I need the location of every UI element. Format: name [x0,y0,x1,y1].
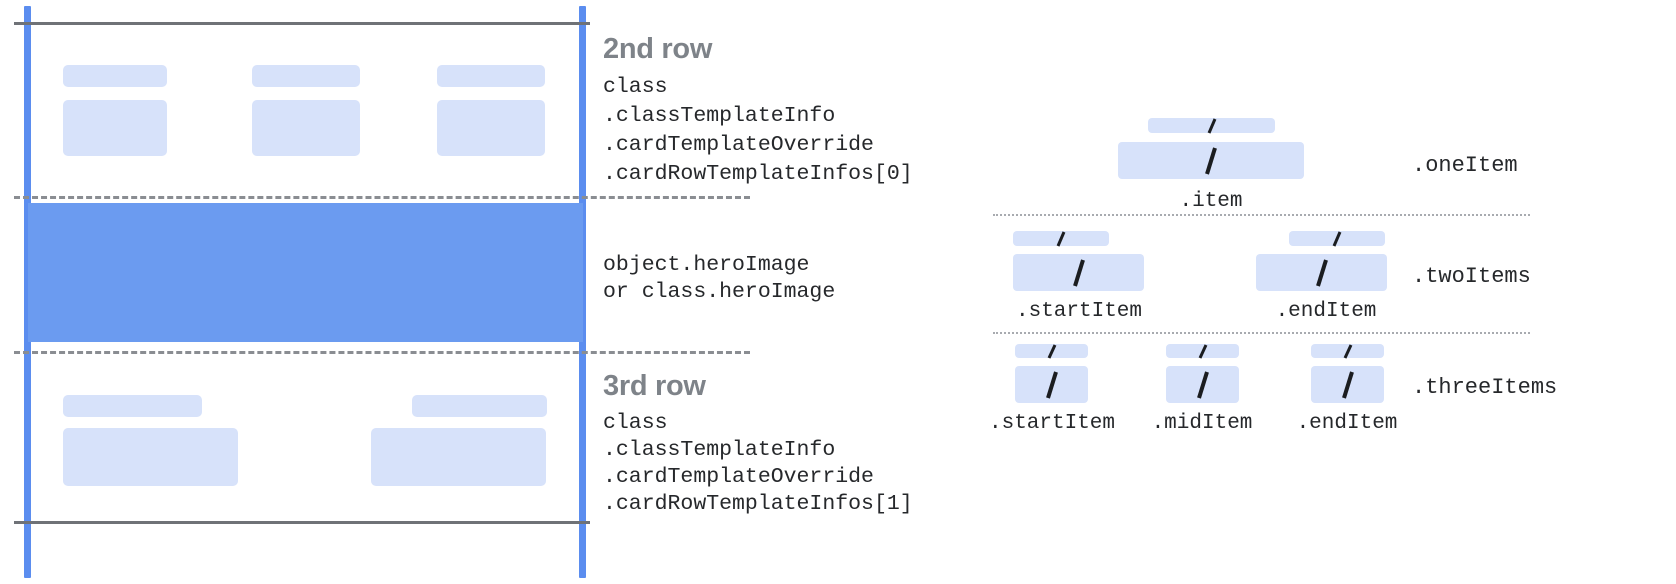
two-items-start-value-placeholder [1013,254,1144,291]
image-slash-icon [1013,230,1109,247]
second-row-code-line-2: .classTemplateInfo [603,104,836,128]
image-slash-icon [1166,343,1239,359]
third-row-code-line-4: .cardRowTemplateInfos[1] [603,492,913,516]
hero-image-code-line-1: object.heroImage [603,253,810,277]
second-row-title: 2nd row [603,33,713,65]
one-item-group-label: .oneItem [1412,153,1518,178]
image-slash-icon [1256,254,1387,291]
divider-second-row-hero [14,196,750,199]
third-row-label-chip-1 [63,395,202,417]
second-row-value-chip-3 [437,100,545,156]
hero-image-code-line-2: or class.heroImage [603,280,836,304]
divider-two-three-items [993,332,1530,334]
third-row-title: 3rd row [603,370,706,402]
second-row-label-chip-1 [63,65,167,87]
second-row-value-chip-1 [63,100,167,156]
image-slash-icon [1148,117,1275,134]
third-row-value-chip-1 [63,428,238,486]
two-items-group-label: .twoItems [1412,264,1531,289]
two-items-end-value-placeholder [1256,254,1387,291]
divider-one-two-items [993,214,1530,216]
two-items-end-label-placeholder [1289,230,1385,247]
image-slash-icon [1015,343,1088,359]
three-items-group-label: .threeItems [1412,375,1558,400]
divider-hero-third-row [14,351,750,354]
second-row-code-line-3: .cardTemplateOverride [603,133,874,157]
third-row-value-chip-2 [371,428,546,486]
image-slash-icon [1118,142,1304,179]
two-items-end-caption: .endItem [1275,300,1377,323]
three-items-start-value-placeholder [1015,366,1088,403]
three-items-start-label-placeholder [1015,343,1088,359]
three-items-mid-caption: .midItem [1151,412,1253,435]
image-slash-icon [1015,366,1088,403]
two-items-start-caption: .startItem [1015,300,1143,323]
one-item-value-placeholder [1118,142,1304,179]
three-items-end-value-placeholder [1311,366,1384,403]
image-slash-icon [1311,343,1384,359]
image-slash-icon [1289,230,1385,247]
three-items-end-label-placeholder [1311,343,1384,359]
image-slash-icon [1013,254,1144,291]
three-items-start-caption: .startItem [988,412,1116,435]
one-item-caption: .item [1179,190,1243,213]
second-row-code-line-4: .cardRowTemplateInfos[0] [603,162,913,186]
three-items-mid-value-placeholder [1166,366,1239,403]
card-top-border [14,22,590,25]
second-row-code-line-1: class [603,75,668,99]
card-bottom-border [14,521,590,524]
two-items-start-label-placeholder [1013,230,1109,247]
card-left-rail [24,6,31,578]
hero-image-band [28,203,583,342]
third-row-code-line-1: class [603,411,668,435]
one-item-label-placeholder [1148,117,1275,134]
three-items-end-caption: .endItem [1296,412,1398,435]
second-row-value-chip-2 [252,100,360,156]
second-row-label-chip-3 [437,65,545,87]
three-items-mid-label-placeholder [1166,343,1239,359]
second-row-label-chip-2 [252,65,360,87]
third-row-code-line-2: .classTemplateInfo [603,438,836,462]
third-row-label-chip-2 [412,395,547,417]
third-row-code-line-3: .cardTemplateOverride [603,465,874,489]
image-slash-icon [1311,366,1384,403]
image-slash-icon [1166,366,1239,403]
